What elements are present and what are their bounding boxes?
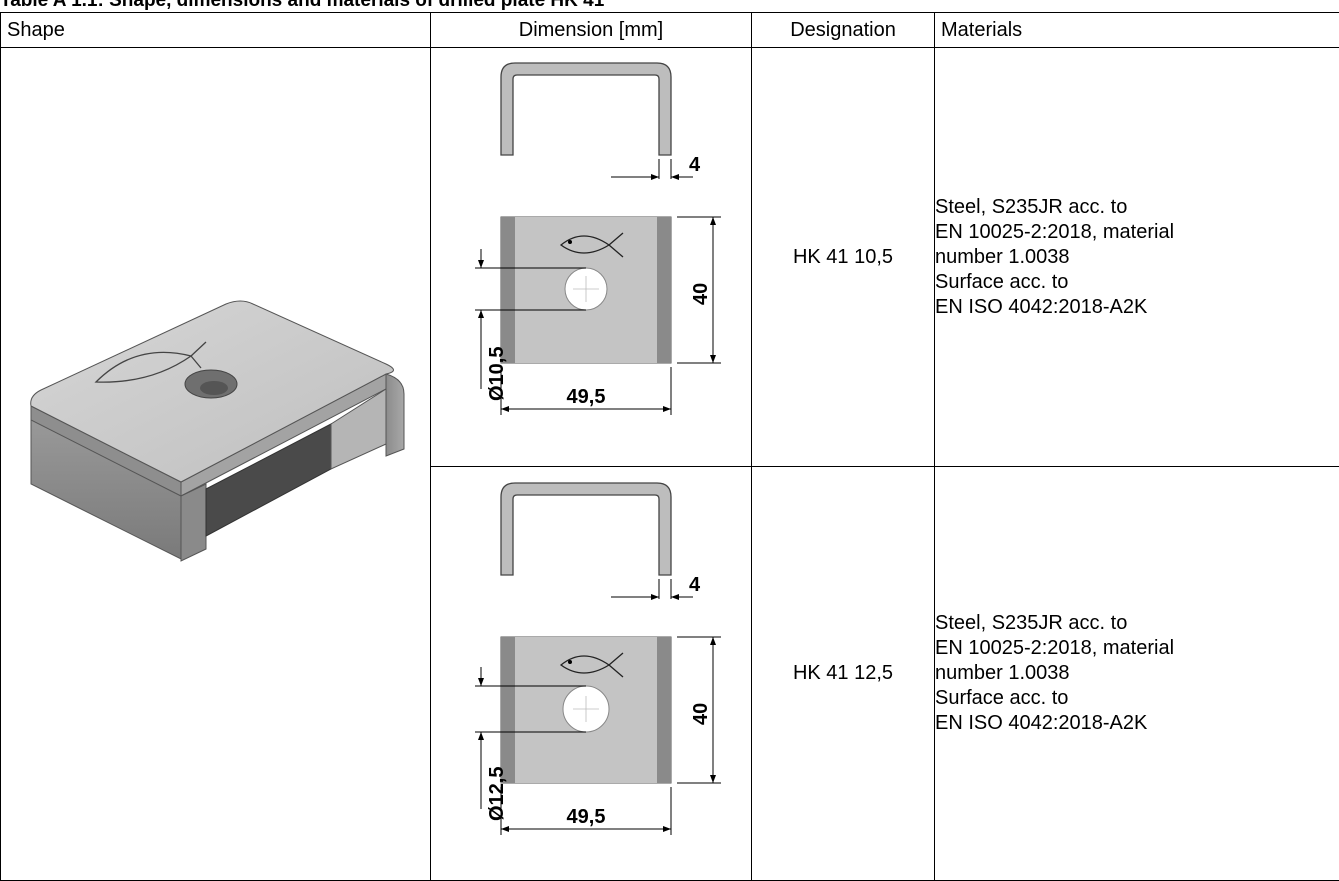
- hole-diameter-label: Ø10,5: [486, 347, 508, 401]
- shape-cell: [1, 48, 431, 881]
- materials-line: EN ISO 4042:2018-A2K: [935, 711, 1339, 736]
- designation-cell: HK 41 10,5: [752, 48, 935, 467]
- materials-line: number 1.0038: [935, 245, 1339, 270]
- drilled-plate-3d-image: [1, 264, 431, 624]
- width-label: 49,5: [567, 806, 606, 828]
- materials-line: EN 10025-2:2018, material: [935, 220, 1339, 245]
- designation-cell: HK 41 12,5: [752, 467, 935, 881]
- thickness-label: 4: [689, 154, 701, 176]
- materials-line: EN ISO 4042:2018-A2K: [935, 295, 1339, 320]
- dimension-drawing: 4 Ø10,5: [431, 49, 751, 465]
- hole-diameter-label: Ø12,5: [486, 766, 508, 820]
- materials-cell: Steel, S235JR acc. to EN 10025-2:2018, m…: [935, 48, 1339, 467]
- materials-line: Surface acc. to: [935, 270, 1339, 295]
- dimension-drawing: 4 Ø12,5: [431, 469, 751, 879]
- header-dimension: Dimension [mm]: [431, 13, 752, 48]
- materials-cell: Steel, S235JR acc. to EN 10025-2:2018, m…: [935, 467, 1339, 881]
- materials-line: Steel, S235JR acc. to: [935, 611, 1339, 636]
- header-materials: Materials: [935, 13, 1339, 48]
- materials-line: Steel, S235JR acc. to: [935, 195, 1339, 220]
- thickness-label: 4: [689, 574, 701, 596]
- height-label: 40: [690, 702, 712, 724]
- materials-line: Surface acc. to: [935, 686, 1339, 711]
- height-label: 40: [690, 283, 712, 305]
- header-row: Shape Dimension [mm] Designation Materia…: [1, 13, 1339, 48]
- table-row: 4 Ø10,5: [1, 48, 1339, 467]
- table-caption: Table A 1.1: Shape, dimensions and mater…: [0, 0, 1339, 12]
- materials-line: number 1.0038: [935, 661, 1339, 686]
- width-label: 49,5: [567, 386, 606, 408]
- dimension-drawing-cell: 4 Ø10,5: [431, 48, 752, 467]
- header-shape: Shape: [1, 13, 431, 48]
- materials-line: EN 10025-2:2018, material: [935, 636, 1339, 661]
- dimension-drawing-cell: 4 Ø12,5: [431, 467, 752, 881]
- header-designation: Designation: [752, 13, 935, 48]
- spec-table: Shape Dimension [mm] Designation Materia…: [0, 12, 1339, 881]
